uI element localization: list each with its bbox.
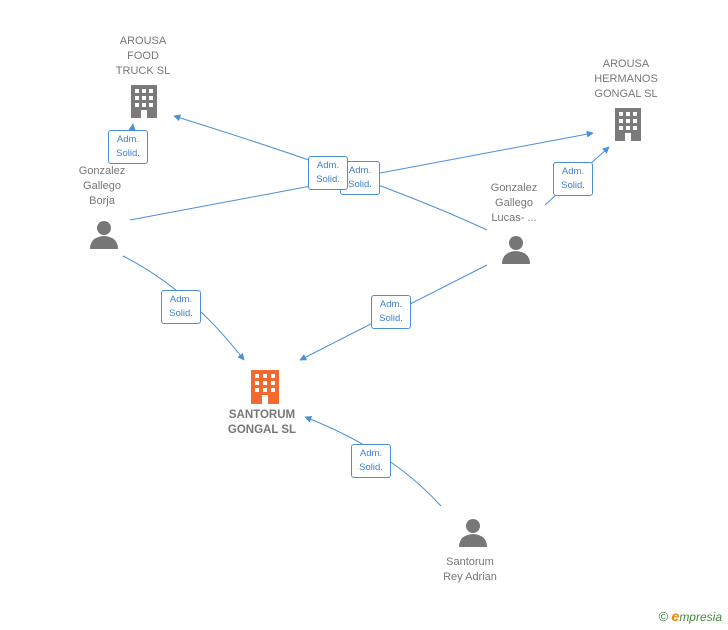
person-label-gonzalez-gallego-borja[interactable]: Gonzalez Gallego Borja bbox=[78, 165, 126, 207]
building-icon bbox=[131, 85, 157, 118]
edge-label-borja-arousa-food: Adm. Solid. bbox=[108, 130, 148, 164]
edge-label-lucas-santorum: Adm. Solid. bbox=[371, 295, 411, 329]
edge-label-rey-santorum: Adm. Solid. bbox=[351, 444, 391, 478]
company-label-santorum-gongal[interactable]: SANTORUM GONGAL SL bbox=[227, 409, 297, 436]
building-icon bbox=[615, 108, 641, 141]
company-label-arousa-hermanos-gongal[interactable]: AROUSA HERMANOS GONGAL SL bbox=[594, 58, 658, 100]
edge-label-borja-arousa-hermanos: Adm. Solid. bbox=[308, 156, 348, 190]
building-icon bbox=[251, 370, 279, 404]
brand-logo-letter: e bbox=[671, 608, 680, 624]
copyright-icon: © bbox=[658, 609, 669, 624]
edge-label-lucas-arousa-hermanos: Adm. Solid. bbox=[553, 162, 593, 196]
edge-label-borja-santorum: Adm. Solid. bbox=[161, 290, 201, 324]
person-label-gonzalez-gallego-lucas[interactable]: Gonzalez Gallego Lucas- ... bbox=[490, 182, 538, 224]
brand-footer[interactable]: © empresia bbox=[659, 608, 722, 624]
company-label-arousa-food-truck[interactable]: AROUSA FOOD TRUCK SL bbox=[115, 35, 171, 77]
person-icon bbox=[90, 221, 118, 249]
brand-name: mpresia bbox=[679, 610, 722, 624]
person-label-santorum-rey-adrian[interactable]: Santorum Rey Adrian bbox=[443, 556, 497, 583]
person-icon bbox=[502, 236, 530, 264]
person-icon bbox=[459, 519, 487, 547]
